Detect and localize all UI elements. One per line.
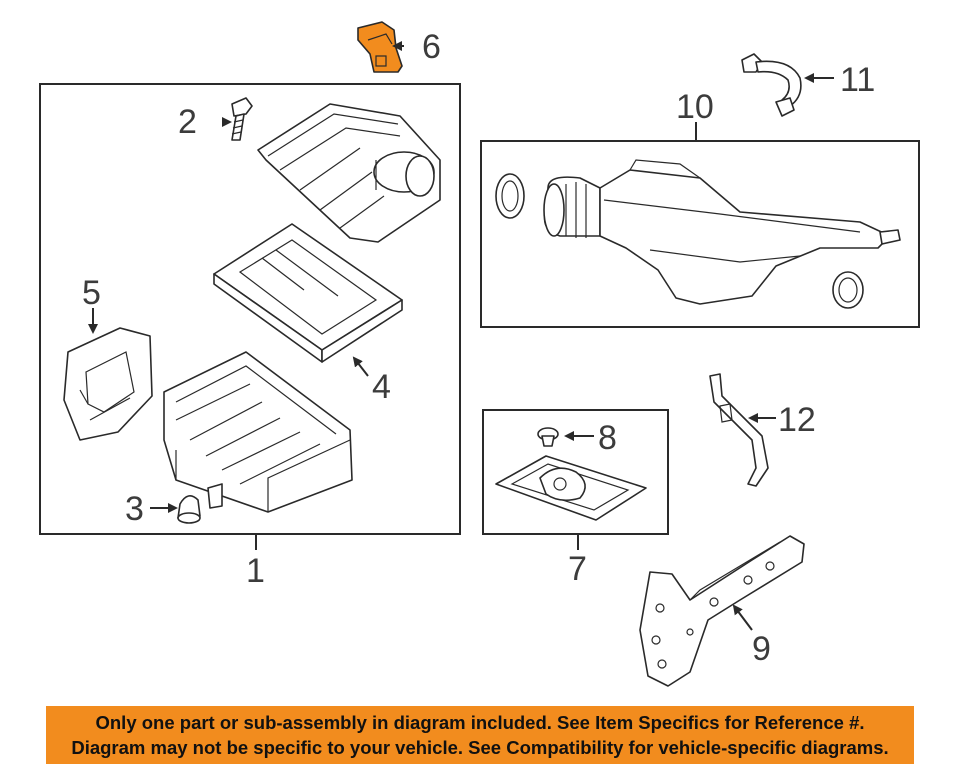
part-8-push-pin[interactable] [537, 427, 559, 447]
leader-9 [732, 604, 753, 631]
callout-3: 3 [125, 490, 144, 528]
callout-7: 7 [568, 550, 587, 588]
assembly-box-1 [39, 83, 461, 535]
part-11-hose[interactable] [741, 53, 802, 117]
part-2-bolt[interactable] [231, 97, 253, 141]
callout-1: 1 [246, 552, 265, 590]
callout-6: 6 [422, 28, 441, 66]
notice-line-2: Diagram may not be specific to your vehi… [71, 737, 889, 758]
callout-2: 2 [178, 103, 197, 141]
part-6-sensor-highlighted[interactable] [357, 21, 403, 73]
callout-4: 4 [372, 368, 391, 406]
assembly-box-7 [482, 409, 669, 535]
parts-diagram: 2 6 4 5 3 1 10 11 12 8 7 9 [39, 21, 920, 687]
part-10-intake-duct[interactable] [495, 159, 901, 309]
part-5-bracket[interactable] [63, 327, 153, 441]
leader-4 [352, 356, 369, 377]
callout-11: 11 [840, 61, 875, 99]
callout-9: 9 [752, 630, 771, 668]
callout-12: 12 [778, 401, 816, 439]
notice-banner: Only one part or sub-assembly in diagram… [46, 706, 914, 764]
part-4-air-filter[interactable] [213, 223, 403, 363]
part-3-grommet[interactable] [177, 495, 201, 524]
air-cleaner-housing[interactable] [163, 351, 353, 513]
part-7-plate[interactable] [495, 455, 647, 521]
part-9-support-bracket[interactable] [639, 535, 805, 687]
callout-10: 10 [676, 88, 714, 126]
part-12-bracket-strip[interactable] [709, 373, 769, 487]
callout-5: 5 [82, 274, 101, 312]
air-cleaner-cover[interactable] [257, 103, 441, 243]
callout-8: 8 [598, 419, 617, 457]
assembly-box-10 [480, 140, 920, 328]
notice-line-1: Only one part or sub-assembly in diagram… [95, 712, 865, 733]
